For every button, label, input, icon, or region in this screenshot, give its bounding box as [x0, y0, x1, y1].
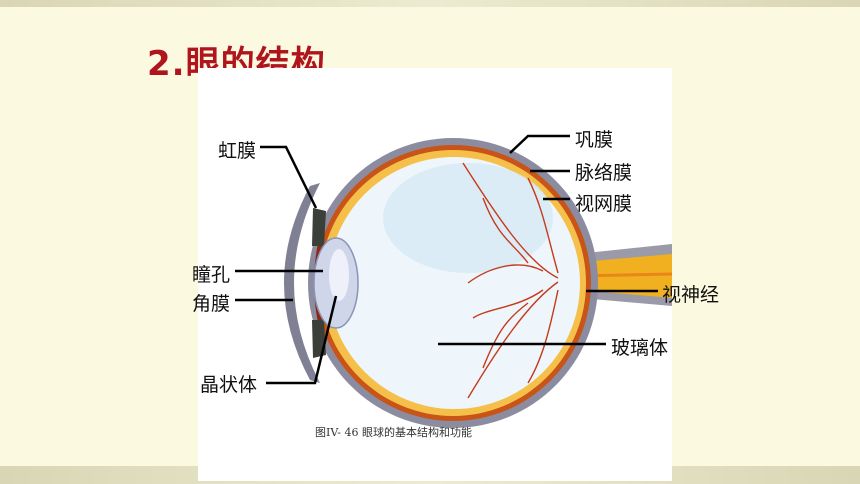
figure-caption: 图IV- 46 眼球的基本结构和功能	[315, 426, 472, 439]
label-cornea: 角膜	[192, 293, 231, 315]
cornea-shape	[284, 183, 320, 383]
label-optic-nerve: 视神经	[662, 284, 720, 306]
label-sclera: 巩膜	[575, 129, 614, 151]
label-iris: 虹膜	[218, 140, 257, 162]
blood-vessels	[462, 162, 559, 399]
leader-lines	[235, 134, 658, 385]
label-retina: 视网膜	[575, 193, 633, 215]
label-choroid: 脉络膜	[575, 162, 633, 184]
label-vitreous: 玻璃体	[611, 337, 669, 359]
top-band	[0, 0, 860, 7]
label-lens: 晶状体	[200, 374, 258, 396]
eye-structure-figure: 虹膜 瞳孔 角膜 晶状体 巩膜 脉络膜 视网膜 视神经 玻璃体 图IV- 46 …	[192, 68, 719, 481]
eye-diagram	[235, 134, 672, 428]
label-pupil: 瞳孔	[192, 264, 231, 286]
